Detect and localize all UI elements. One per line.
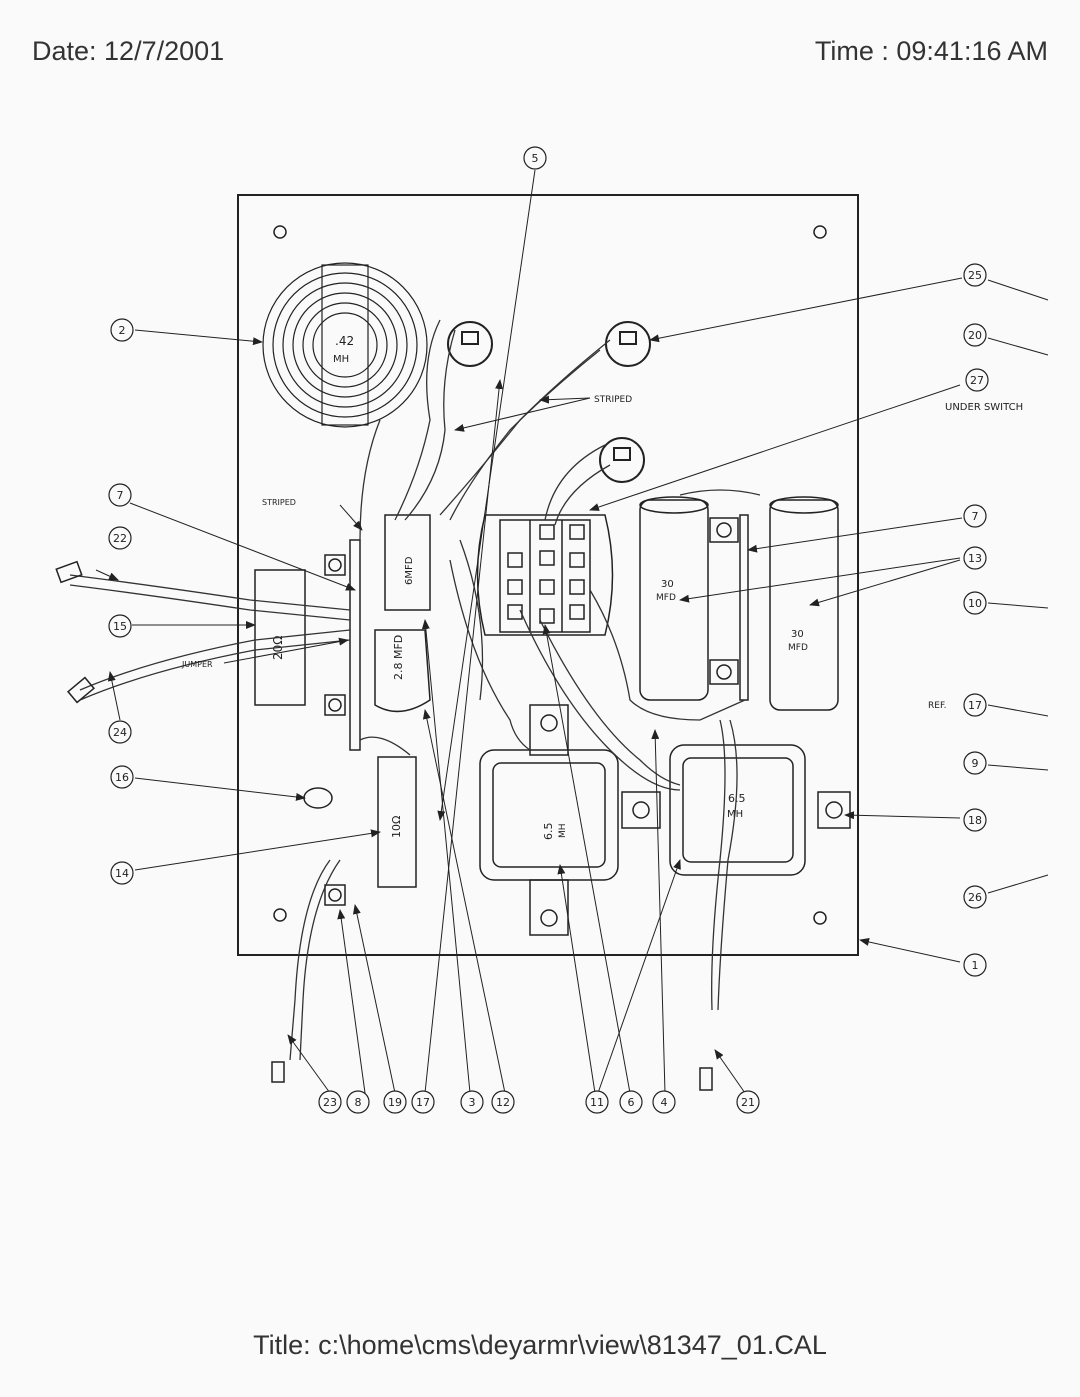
resistor-20 xyxy=(254,569,306,706)
callout-5: 5 xyxy=(532,152,539,165)
callout-3: 3 xyxy=(469,1096,476,1109)
callout-19: 19 xyxy=(388,1096,402,1109)
resistor-10-label: 10Ω xyxy=(390,816,403,838)
wire-plugs xyxy=(55,560,713,1091)
inductor-coil xyxy=(262,262,428,428)
inductor-a-value: 6.5 xyxy=(542,823,555,841)
callout-27: 27 xyxy=(970,374,984,387)
cap-30b-value: 30 xyxy=(791,629,804,640)
base-panel xyxy=(237,194,859,956)
callout-8: 8 xyxy=(355,1096,362,1109)
thermal-fuse xyxy=(303,787,333,809)
cap-30a-value: 30 xyxy=(661,579,674,590)
callout-21: 21 xyxy=(741,1096,755,1109)
inductor-b xyxy=(621,744,851,876)
coil-value: .42 xyxy=(335,334,354,348)
wires xyxy=(69,319,761,1061)
callout-numbers: 5 2 25 20 27 7 22 15 24 16 14 7 13 10 17… xyxy=(113,152,984,1109)
inductor-a-unit: MH xyxy=(558,823,568,838)
callout-10: 10 xyxy=(968,597,982,610)
print-time: Time : 09:41:16 AM xyxy=(814,36,1048,66)
callout-17-ref: 17 xyxy=(968,699,982,712)
label-striped-top: STRIPED xyxy=(594,395,632,405)
callout-7-left: 7 xyxy=(117,489,124,502)
callout-9: 9 xyxy=(972,757,979,770)
callout-6: 6 xyxy=(628,1096,635,1109)
callout-4: 4 xyxy=(661,1096,668,1109)
bracket-left xyxy=(349,539,361,751)
cap-2-8mfd xyxy=(374,629,431,713)
callout-26: 26 xyxy=(968,891,982,904)
callout-14: 14 xyxy=(115,867,129,880)
callout-11: 11 xyxy=(590,1096,604,1109)
capacitor-30a xyxy=(639,496,709,701)
cap-30b-unit: MFD xyxy=(788,643,808,653)
callout-18: 18 xyxy=(968,814,982,827)
callout-16: 16 xyxy=(115,771,129,784)
cap-2-8mfd-label: 2.8 MFD xyxy=(392,635,405,680)
bracket-screws xyxy=(324,554,346,906)
cap-bracket xyxy=(709,514,749,701)
callout-7-right: 7 xyxy=(972,510,979,523)
mounting-holes xyxy=(273,225,827,925)
drawing-title: Title: c:\home\cms\deyarmr\view\81347_01… xyxy=(253,1330,827,1360)
callout-2: 2 xyxy=(119,324,126,337)
right-edge-leaders xyxy=(987,279,1049,894)
callout-circles xyxy=(108,146,989,1114)
callout-17-bottom: 17 xyxy=(416,1096,430,1109)
callout-15: 15 xyxy=(113,620,127,633)
callout-20: 20 xyxy=(968,329,982,342)
label-ref: REF. xyxy=(928,701,947,711)
cap-6mfd xyxy=(384,514,431,611)
cap-30a-unit: MFD xyxy=(656,593,676,603)
callout-23: 23 xyxy=(323,1096,337,1109)
label-striped-left: STRIPED xyxy=(262,498,296,507)
callout-1: 1 xyxy=(972,959,979,972)
coil-unit: MH xyxy=(333,354,349,365)
terminal-block xyxy=(476,514,614,636)
inductor-a xyxy=(479,704,619,936)
annotations: STRIPED STRIPED JUMPER UNDER SWITCH REF. xyxy=(181,395,1023,711)
label-under-switch: UNDER SWITCH xyxy=(945,402,1023,413)
cap-6mfd-label: 6MFD xyxy=(404,556,415,585)
callout-22: 22 xyxy=(113,532,127,545)
capacitor-30b xyxy=(769,496,839,711)
label-jumper: JUMPER xyxy=(181,660,213,669)
leader-lines xyxy=(95,169,963,1094)
callout-24: 24 xyxy=(113,726,127,739)
callout-25: 25 xyxy=(968,269,982,282)
callout-12: 12 xyxy=(496,1096,510,1109)
print-date: Date: 12/7/2001 xyxy=(32,36,225,66)
resistor-10 xyxy=(377,756,417,888)
callout-13: 13 xyxy=(968,552,982,565)
